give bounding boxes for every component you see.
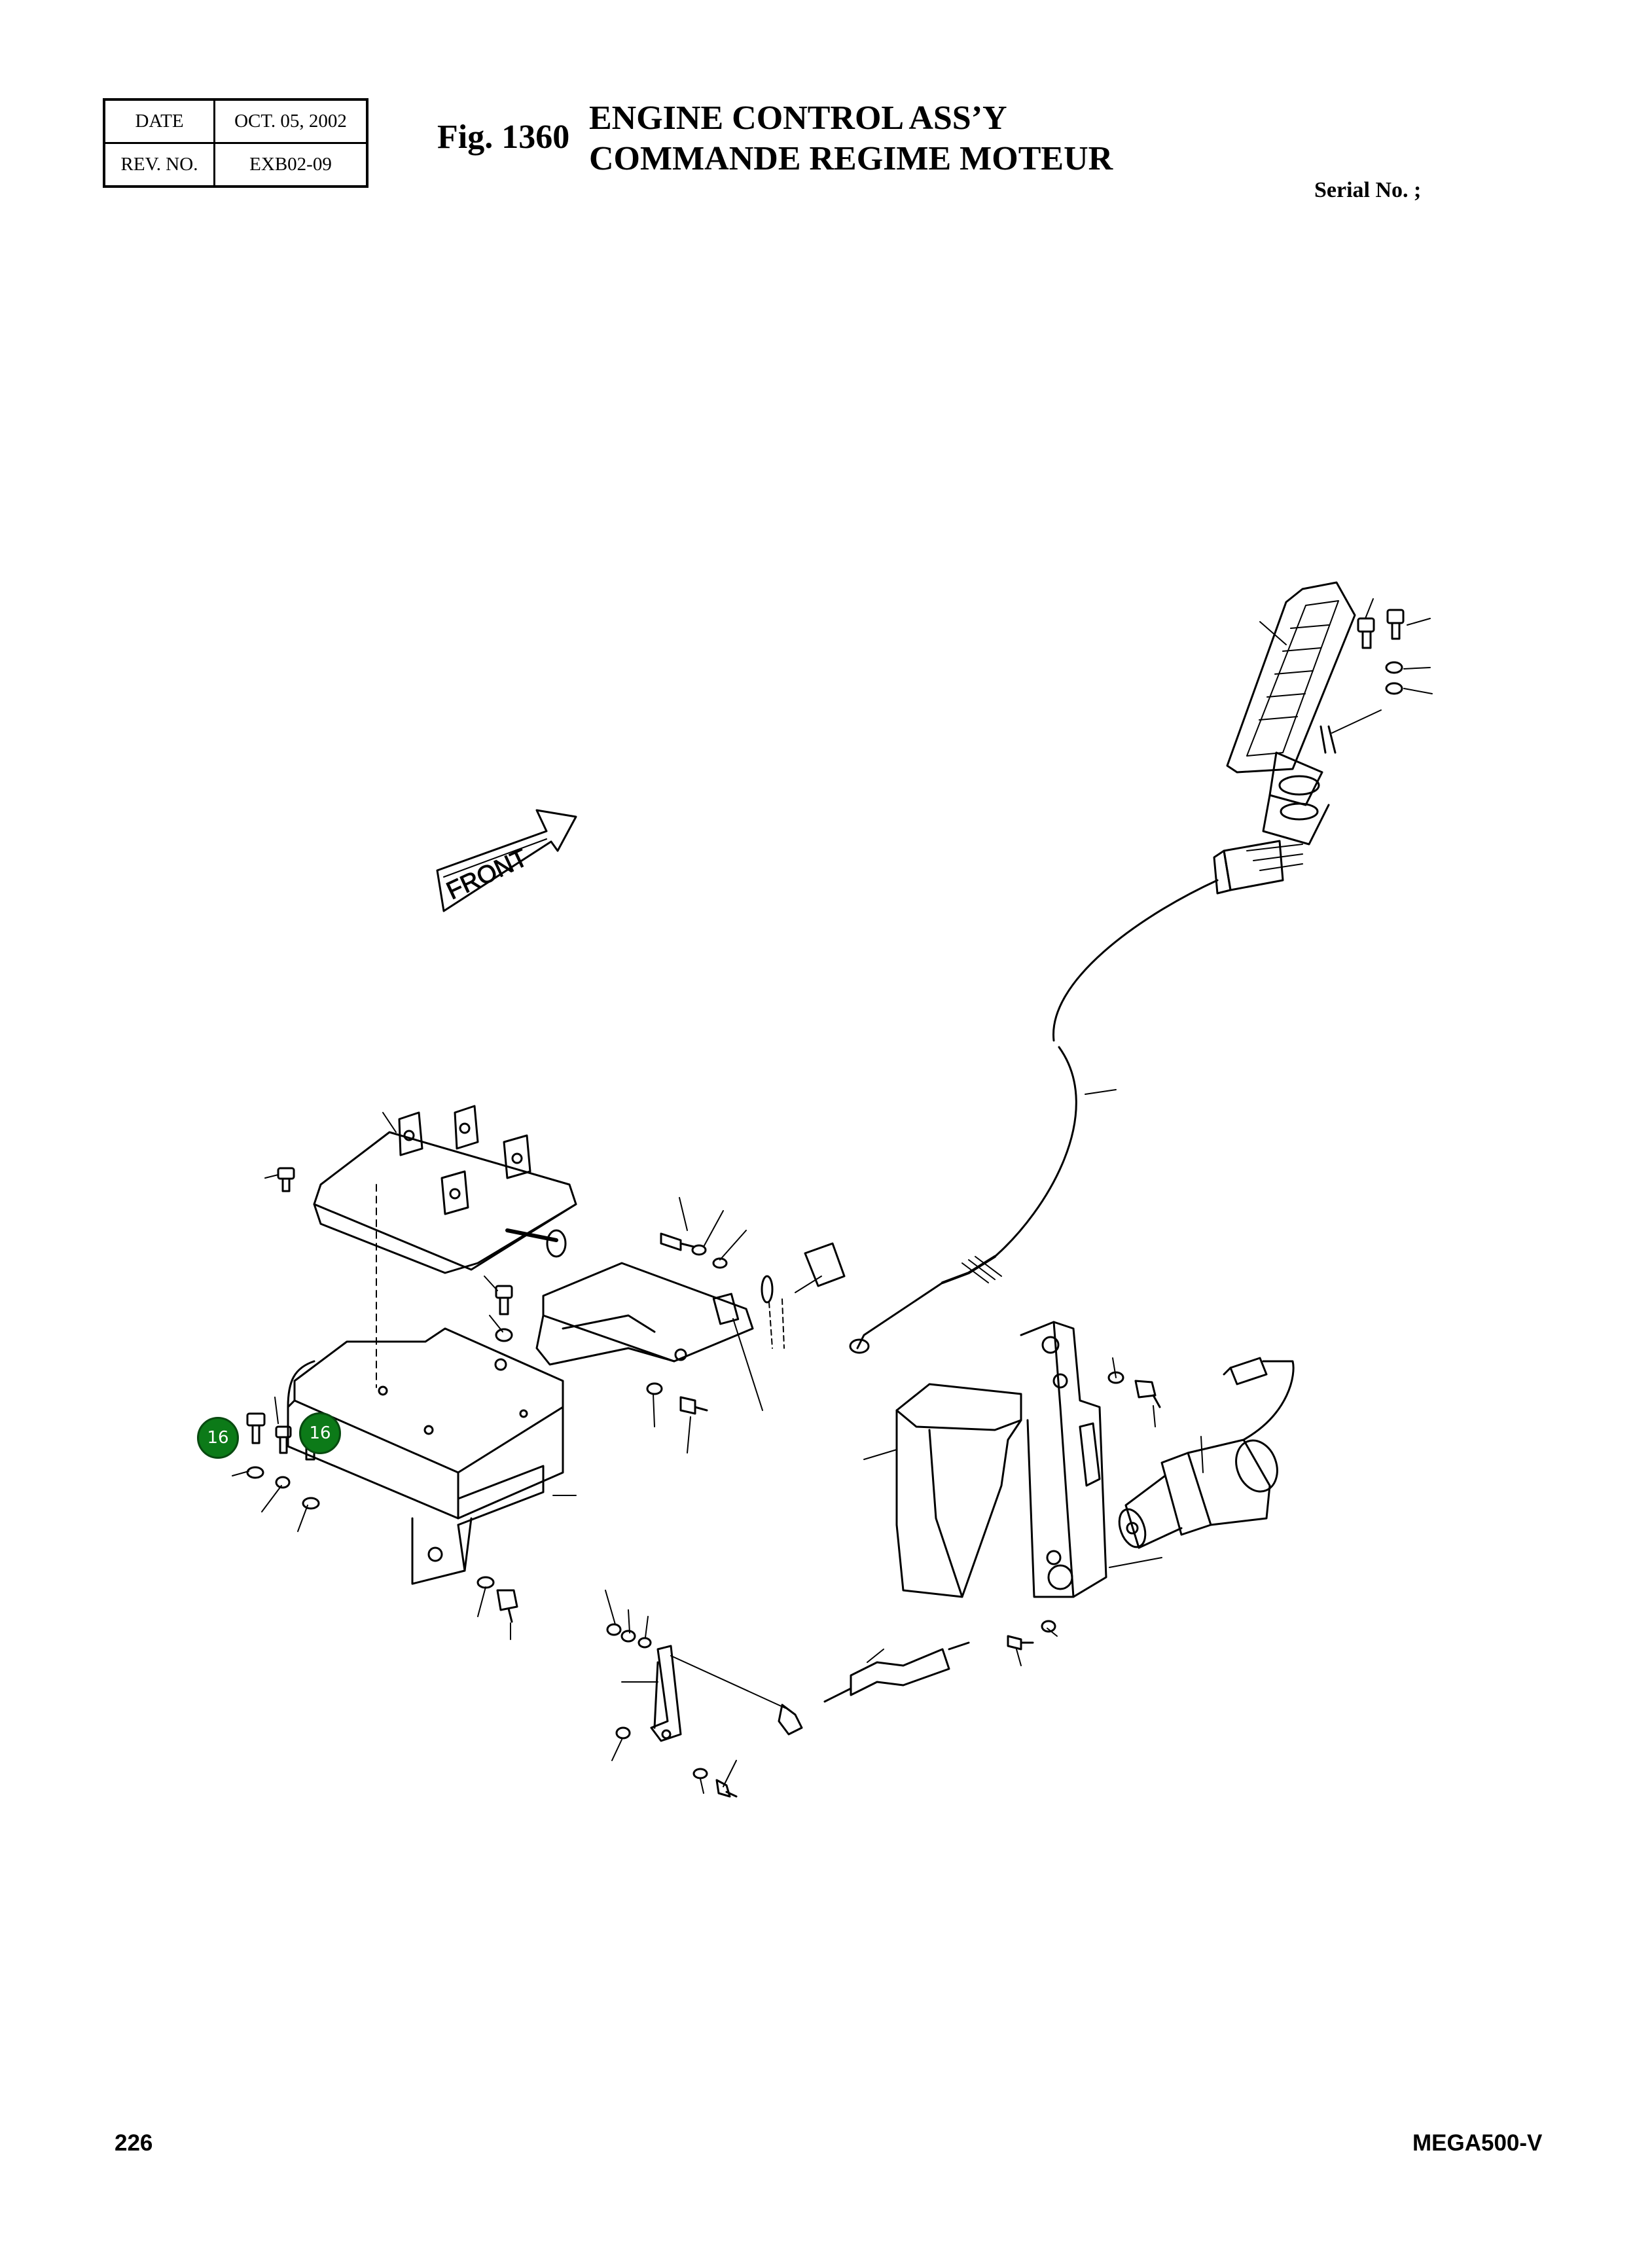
figure-number: Fig. 1360 bbox=[437, 118, 570, 156]
bolt bbox=[496, 1589, 518, 1623]
title-french: COMMANDE REGIME MOTEUR bbox=[589, 140, 1113, 177]
governor-housing bbox=[895, 1321, 1107, 1598]
bolt bbox=[277, 1167, 295, 1192]
serial-number: Serial No. ; bbox=[1314, 178, 1422, 202]
solenoid-actuator bbox=[1118, 1357, 1295, 1549]
rev-value: EXB02-09 bbox=[213, 142, 368, 188]
bolt bbox=[660, 1232, 695, 1251]
fasteners bbox=[246, 609, 1405, 1798]
callout-16-left[interactable]: 16 bbox=[197, 1417, 239, 1459]
model-name: MEGA500-V bbox=[1412, 2130, 1543, 2156]
rev-label: REV. NO. bbox=[103, 142, 215, 188]
revision-table: DATE OCT. 05, 2002 REV. NO. EXB02-09 bbox=[103, 98, 368, 188]
bolt bbox=[275, 1425, 292, 1454]
callout-label: 16 bbox=[309, 1423, 331, 1443]
bolt bbox=[1134, 1380, 1161, 1408]
bolt bbox=[246, 1412, 266, 1444]
bolt bbox=[1357, 617, 1375, 649]
bolt bbox=[1386, 609, 1405, 640]
throttle-cable bbox=[849, 879, 1219, 1354]
accelerator-pedal bbox=[1213, 581, 1356, 895]
bolt bbox=[495, 1285, 513, 1315]
front-arrow: FRONT bbox=[436, 809, 577, 912]
callout-label: 16 bbox=[207, 1428, 229, 1448]
page-number: 226 bbox=[115, 2130, 153, 2156]
title-english: ENGINE CONTROL ASS’Y bbox=[589, 99, 1007, 137]
bolt bbox=[1007, 1635, 1034, 1651]
callout-16-right[interactable]: 16 bbox=[299, 1412, 341, 1454]
date-value: OCT. 05, 2002 bbox=[213, 98, 368, 144]
linkage-lever bbox=[650, 1641, 970, 1742]
date-label: DATE bbox=[103, 98, 215, 144]
bolt bbox=[715, 1779, 738, 1798]
side-bracket bbox=[535, 1262, 754, 1366]
upper-bracket-plate bbox=[313, 1105, 577, 1274]
figure-title: ENGINE CONTROL ASS’Y COMMANDE REGIME MOT… bbox=[589, 98, 1113, 179]
bolt bbox=[679, 1396, 708, 1415]
leader-lines bbox=[232, 598, 1433, 1794]
lower-bracket bbox=[287, 1184, 564, 1585]
